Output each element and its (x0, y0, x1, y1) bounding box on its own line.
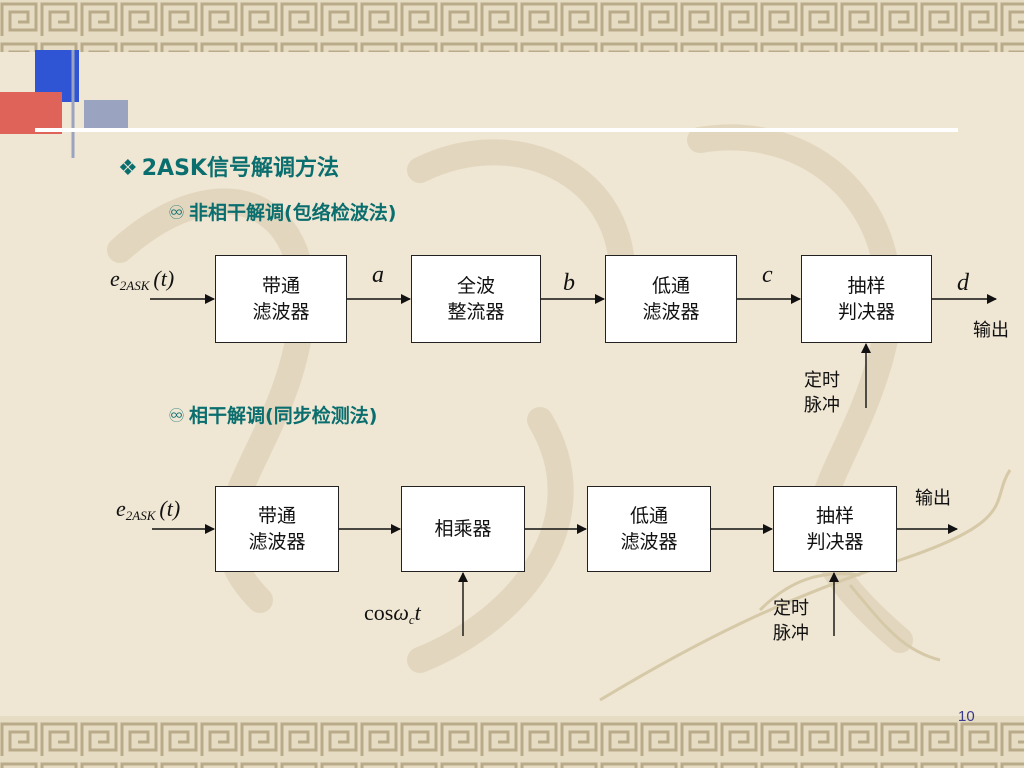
block-line1: 带通 (261, 275, 300, 297)
page-number: 10 (958, 708, 975, 725)
block-line1: 抽样 (847, 275, 886, 297)
loop-bullet-icon: ♾ (168, 405, 186, 427)
coherent-lowpass-filter-block: 低通 滤波器 (587, 486, 711, 572)
block-line2: 判决器 (837, 301, 895, 323)
block-line1: 抽样 (815, 505, 854, 527)
noncoherent-output-label: 输出 (973, 320, 1009, 341)
noncoherent-lowpass-filter-block: 低通 滤波器 (605, 255, 737, 343)
block-line2: 整流器 (447, 301, 505, 323)
input-symbol-e: e (116, 496, 126, 521)
input-symbol-e: e (110, 266, 120, 291)
timing-line1: 定时 (773, 598, 809, 619)
block-line1: 低通 (651, 275, 690, 297)
accent-gray-square (84, 100, 128, 132)
signal-label-c: c (762, 262, 773, 288)
slide-title: ❖2ASK信号解调方法 (118, 150, 339, 182)
block-line2: 滤波器 (642, 301, 700, 323)
block-line1: 低通 (629, 505, 668, 527)
noncoherent-input-label: e2ASK(t) (110, 266, 174, 294)
carrier-suffix: t (414, 600, 421, 625)
coherent-connectors (152, 524, 958, 636)
multiplier-block: 相乘器 (401, 486, 525, 572)
timing-line1: 定时 (804, 370, 840, 391)
block-line1: 全波 (456, 275, 495, 297)
timing-line2: 脉冲 (804, 395, 840, 416)
input-arg: (t) (153, 266, 175, 291)
signal-label-d: d (957, 270, 969, 296)
signal-label-a: a (372, 262, 384, 288)
input-subscript: 2ASK (125, 508, 156, 523)
block-line2: 判决器 (806, 531, 864, 553)
bottom-border-band (0, 716, 1024, 768)
coherent-bandpass-filter-block: 带通 滤波器 (215, 486, 339, 572)
loop-bullet-icon: ♾ (168, 202, 186, 224)
accent-red-square (0, 92, 62, 134)
coherent-input-label: e2ASK(t) (116, 496, 180, 524)
fullwave-rectifier-block: 全波 整流器 (411, 255, 541, 343)
coherent-timing-label: 定时 脉冲 (773, 596, 809, 646)
block-line2: 滤波器 (252, 301, 310, 323)
block-line1: 相乘器 (434, 518, 492, 540)
top-border-band (0, 0, 1024, 52)
noncoherent-timing-label: 定时 脉冲 (804, 368, 840, 418)
carrier-label: cosωct (364, 600, 421, 628)
coherent-sampling-decision-block: 抽样 判决器 (773, 486, 897, 572)
input-subscript: 2ASK (119, 278, 150, 293)
input-arg: (t) (159, 496, 181, 521)
carrier-prefix: cos (364, 600, 394, 625)
coherent-heading: ♾相干解调(同步检测法) (168, 401, 377, 428)
noncoherent-sampling-decision-block: 抽样 判决器 (801, 255, 932, 343)
block-line1: 带通 (257, 505, 296, 527)
noncoherent-bandpass-filter-block: 带通 滤波器 (215, 255, 347, 343)
diamond-bullet-icon: ❖ (118, 156, 138, 181)
block-line2: 滤波器 (620, 531, 678, 553)
carrier-subscript: c (408, 612, 415, 627)
noncoherent-heading-text: 非相干解调(包络检波法) (189, 202, 397, 224)
slide-title-text: 2ASK信号解调方法 (141, 156, 339, 181)
noncoherent-connectors (150, 294, 997, 408)
coherent-output-label: 输出 (915, 488, 951, 509)
signal-label-b: b (563, 270, 575, 296)
carrier-omega: ω (393, 600, 409, 625)
timing-line2: 脉冲 (773, 623, 809, 644)
block-line2: 滤波器 (248, 531, 306, 553)
noncoherent-heading: ♾非相干解调(包络检波法) (168, 198, 396, 225)
coherent-heading-text: 相干解调(同步检测法) (189, 405, 378, 427)
